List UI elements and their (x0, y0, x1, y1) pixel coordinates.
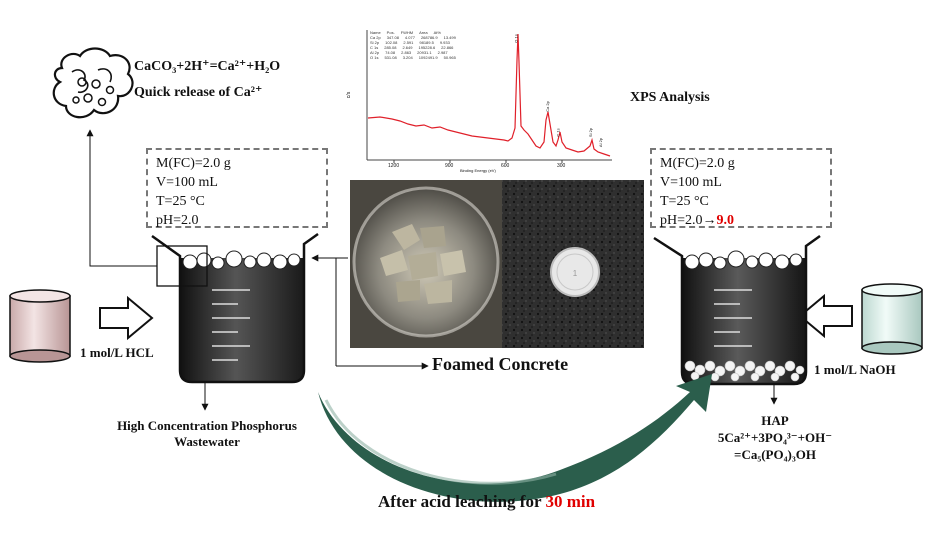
left-temperature: T=25 °C (156, 194, 205, 209)
reaction-equation-top: CaCO₃+2H⁺=Ca²⁺+H₂O (134, 59, 281, 74)
xps-spectrum (340, 18, 615, 170)
xps-header-cell: Pos. (386, 30, 395, 35)
xps-cell: 268786.9 (420, 35, 438, 40)
xps-analysis-label: XPS Analysis (630, 90, 710, 105)
hcl-label: 1 mol/L HCL (80, 345, 154, 360)
left-beaker (151, 232, 319, 384)
xps-cell: 74.08 (385, 50, 396, 55)
quick-release-note: Quick release of Ca²⁺ (134, 85, 263, 100)
left-ph: pH=2.0 (156, 213, 199, 228)
xps-table-row: C 1s 285.08 2.649 195228.6 22.866 (370, 45, 456, 50)
right-ph: pH=2.0→9.0 (660, 211, 822, 230)
xps-header-cell: Name (370, 30, 381, 35)
hap-equation-line2: =Ca₅(PO₄)₃OH (734, 447, 816, 462)
zoom-connector-arrow (86, 129, 157, 267)
xps-table-row: Al 2p 74.08 2.863 20931.1 2.987 (370, 50, 456, 55)
xps-cell: 98189.5 (419, 40, 434, 45)
right-conditions-box: M(FC)=2.0 g V=100 mL T=25 °C pH=2.0→9.0 (650, 148, 832, 228)
particle-cluster-icon (52, 47, 134, 119)
xps-cell: 102.08 (385, 40, 398, 45)
left-volume: V=100 mL (156, 175, 218, 190)
xps-cell: 2.649 (402, 45, 413, 50)
xps-table-header: Name Pos. FWHM Area At% (370, 30, 456, 35)
xps-cell: 13.499 (443, 35, 456, 40)
xps-cell: 2.863 (401, 50, 412, 55)
hcl-feed-arrow (99, 295, 154, 341)
foamed-concrete-photo-bowl (350, 180, 502, 348)
caption-prefix: After acid leaching for (378, 492, 546, 511)
xps-cell: 285.08 (384, 45, 397, 50)
xps-peak-label: C 1s (555, 128, 561, 137)
xps-cell: 195228.6 (418, 45, 436, 50)
xps-cell: O 1s (370, 55, 379, 60)
xps-cell: 20931.1 (417, 50, 432, 55)
xps-table-row: Si 2p 102.08 2.591 98189.5 9.933 (370, 40, 456, 45)
xps-cell: 347.08 (386, 35, 399, 40)
right-temperature: T=25 °C (660, 194, 709, 209)
svg-text:1: 1 (573, 269, 578, 278)
process-curved-arrow (318, 374, 712, 502)
xps-x-tick: 300 (557, 163, 566, 169)
xps-cell: 2.591 (403, 40, 414, 45)
bottom-caption: After acid leaching for 30 min (378, 492, 595, 512)
xps-cell: 531.08 (384, 55, 397, 60)
xps-x-tick: 900 (445, 163, 454, 169)
foamed-concrete-photo-surface: 1 (502, 180, 644, 348)
xps-peak-label: Ca 2p (544, 101, 550, 112)
hap-block: HAP 5Ca²⁺+3PO₄³⁻+OH⁻ =Ca₅(PO₄)₃OH (700, 412, 850, 463)
right-ph-prefix: pH=2.0→ (660, 213, 717, 228)
xps-cell: 1092491.9 (418, 55, 438, 60)
xps-x-label: Binding Energy (eV) (460, 168, 496, 173)
xps-cell: Ca 2p (370, 35, 381, 40)
xps-header-cell: At% (433, 30, 441, 35)
right-ph-final-value: 9.0 (716, 213, 735, 228)
left-mass: M(FC)=2.0 g (156, 156, 231, 171)
xps-table-row: Ca 2p 347.08 4.077 268786.9 13.499 (370, 35, 456, 40)
right-beaker (653, 234, 821, 386)
xps-cell: C 1s (370, 45, 379, 50)
concrete-link-arrow (311, 254, 429, 370)
xps-header-cell: Area (419, 30, 428, 35)
xps-cell: 9.933 (439, 40, 450, 45)
xps-x-tick: 600 (501, 163, 510, 169)
naoh-feed-arrow (798, 293, 853, 339)
hap-equation-line1: 5Ca²⁺+3PO₄³⁻+OH⁻ (717, 430, 833, 445)
xps-cell: 3.204 (402, 55, 413, 60)
wastewater-line2: Wastewater (174, 434, 240, 449)
hcl-cylinder-icon (9, 289, 71, 363)
xps-peak-label: Al 2p (598, 137, 604, 148)
xps-x-tick: 1200 (388, 163, 400, 169)
xps-cell: 4.077 (404, 35, 415, 40)
zoom-box (156, 245, 208, 287)
right-volume: V=100 mL (660, 175, 722, 190)
xps-peak-label: O 1s (513, 34, 519, 43)
wastewater-line1: High Concentration Phosphorus (117, 418, 297, 433)
foamed-concrete-label: Foamed Concrete (432, 354, 569, 374)
left-conditions-box: M(FC)=2.0 g V=100 mL T=25 °C pH=2.0 (146, 148, 328, 228)
xps-cell: 50.965 (443, 55, 456, 60)
naoh-label: 1 mol/L NaOH (814, 362, 896, 377)
xps-peak-label: Si 2p (588, 127, 594, 138)
xps-y-label: c/s (346, 91, 353, 99)
xps-header-cell: FWHM (400, 30, 414, 35)
wastewater-label: High Concentration Phosphorus Wastewater (92, 418, 322, 450)
xps-table-row: O 1s 531.08 3.204 1092491.9 50.965 (370, 55, 456, 60)
xps-cell: 22.866 (441, 45, 454, 50)
hap-title: HAP (761, 413, 789, 428)
caption-duration: 30 min (545, 492, 596, 511)
right-mass: M(FC)=2.0 g (660, 156, 735, 171)
xps-cell: 2.987 (437, 50, 448, 55)
xps-cell: Si 2p (370, 40, 380, 45)
naoh-cylinder-icon (861, 283, 923, 355)
xps-cell: Al 2p (370, 50, 380, 55)
xps-table: Name Pos. FWHM Area At% Ca 2p 347.08 4.077… (370, 30, 456, 60)
